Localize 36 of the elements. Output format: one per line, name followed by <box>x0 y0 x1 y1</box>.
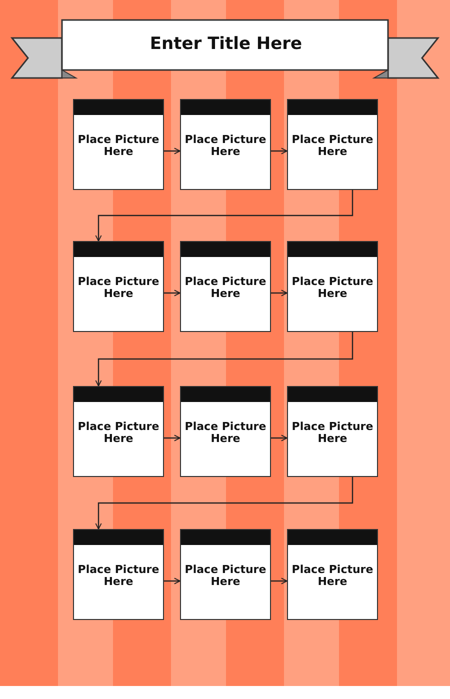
placeholder-text: Place Picture Here <box>184 276 268 300</box>
arrow <box>271 578 288 584</box>
placeholder-text: Place Picture Here <box>290 134 374 158</box>
picture-panel <box>180 529 271 620</box>
placeholder-text: Place Picture Here <box>76 276 160 300</box>
arrow <box>271 290 288 296</box>
arrow <box>164 434 180 442</box>
picture-panel <box>73 241 164 332</box>
placeholder-text: Place Picture Here <box>184 421 268 445</box>
placeholder-text: Place Picture Here <box>184 134 268 158</box>
arrow <box>95 332 354 386</box>
arrow <box>164 148 180 154</box>
arrow <box>164 290 180 296</box>
picture-panel <box>73 529 164 620</box>
picture-panel <box>287 99 378 190</box>
placeholder-text: Place Picture Here <box>76 134 160 158</box>
picture-panel <box>287 386 378 477</box>
arrow <box>271 148 288 154</box>
placeholder-text: Place Picture Here <box>290 564 374 588</box>
picture-panel <box>180 386 271 477</box>
placeholder-text: Place Picture Here <box>290 276 374 300</box>
title: Enter Title Here <box>148 34 304 54</box>
placeholder-text: Place Picture Here <box>290 421 374 445</box>
arrow <box>95 477 354 530</box>
picture-panel <box>180 99 271 190</box>
arrow <box>271 434 288 442</box>
placeholder-text: Place Picture Here <box>184 564 268 588</box>
picture-panel <box>180 241 271 332</box>
picture-panel <box>287 529 378 620</box>
placeholder-text: Place Picture Here <box>76 564 160 588</box>
picture-panel <box>73 99 164 190</box>
picture-panel <box>73 386 164 477</box>
arrow <box>95 190 354 242</box>
arrow <box>164 578 180 584</box>
picture-panel <box>287 241 378 332</box>
placeholder-text: Place Picture Here <box>76 421 160 445</box>
